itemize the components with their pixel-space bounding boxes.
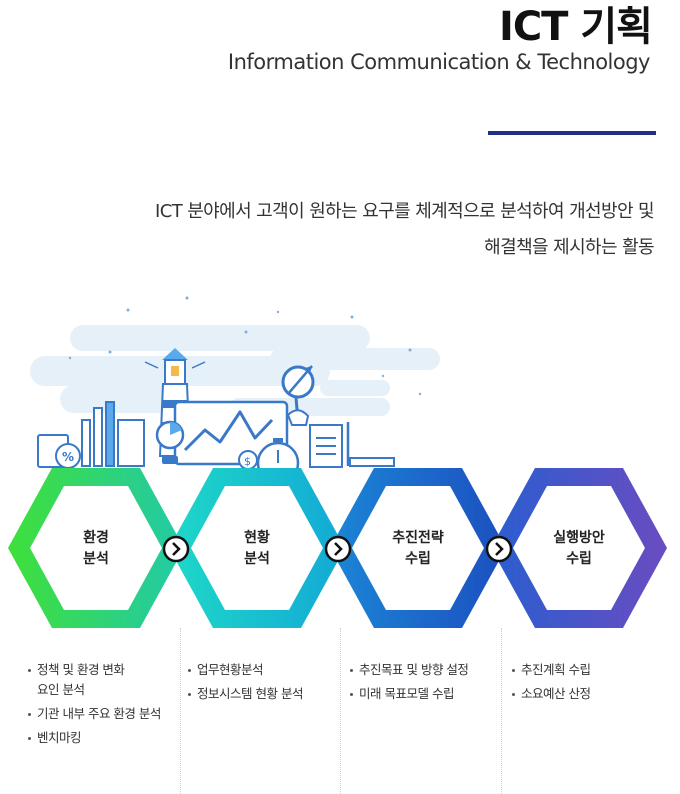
list-item: 벤치마킹: [28, 728, 178, 748]
list-item: 추진계획 수립: [512, 660, 662, 680]
list-item: 미래 목표모델 수립: [350, 684, 500, 704]
list-item: 추진목표 및 방향 설정: [350, 660, 500, 680]
step-label-2: 현황 분석: [244, 530, 270, 567]
step-label-4: 실행방안 수립: [553, 530, 605, 567]
step-2-bullets: 업무현황분석 정보시스템 현황 분석: [188, 660, 338, 708]
planning-illustration: % $: [30, 296, 440, 475]
step-hexagon-4: [491, 468, 667, 628]
step-hexagon-1: [8, 468, 184, 628]
bar-chart-icon: [81, 401, 145, 467]
chevron-right-icon: [324, 535, 352, 563]
column-divider: [501, 628, 502, 794]
title-underline: [488, 131, 656, 135]
list-item: 기관 내부 주요 환경 분석: [28, 704, 178, 724]
lightbulb-icon: [162, 456, 178, 464]
step-1-bullets: 정책 및 환경 변화 요인 분석 기관 내부 주요 환경 분석 벤치마킹: [28, 660, 178, 752]
ruler-icon: [349, 457, 395, 467]
list-item: 정책 및 환경 변화 요인 분석: [28, 660, 178, 700]
column-divider: [340, 628, 341, 794]
step-hexagon-2: [169, 468, 345, 628]
intro-line-2: 해결책을 제시하는 활동: [484, 237, 654, 258]
page-title: ICT 기획: [498, 4, 653, 50]
sparkles: [68, 296, 422, 396]
document-icon: [309, 422, 350, 468]
step-4-bullets: 추진계획 수립 소요예산 산정: [512, 660, 662, 708]
intro-line-1: ICT 분야에서 고객이 원하는 요구를 체계적으로 분석하여 개선방안 및: [155, 201, 655, 222]
list-item: 정보시스템 현황 분석: [188, 684, 338, 704]
process-steps: [8, 468, 667, 628]
column-divider: [180, 628, 181, 794]
monitor-line-chart-icon: [155, 400, 289, 466]
stopwatch-icon: $: [238, 438, 300, 475]
step-label-3: 추진전략 수립: [392, 530, 444, 567]
list-item: 업무현황분석: [188, 660, 338, 680]
step-3-bullets: 추진목표 및 방향 설정 미래 목표모델 수립: [350, 660, 500, 708]
chevron-right-icon: [162, 535, 190, 563]
page-subtitle: Information Communication & Technology: [227, 50, 651, 74]
step-label-1: 환경 분석: [83, 530, 109, 567]
step-hexagon-3: [330, 468, 506, 628]
magnifier-icon: [281, 365, 315, 426]
intro-text: ICT 분야에서 고객이 원하는 요구를 체계적으로 분석하여 개선방안 및 해…: [54, 194, 655, 266]
list-item: 소요예산 산정: [512, 684, 662, 704]
svg-text:$: $: [244, 455, 251, 468]
svg-text:%: %: [62, 450, 74, 464]
chevron-right-icon: [485, 535, 513, 563]
calculator-icon: %: [37, 434, 81, 469]
